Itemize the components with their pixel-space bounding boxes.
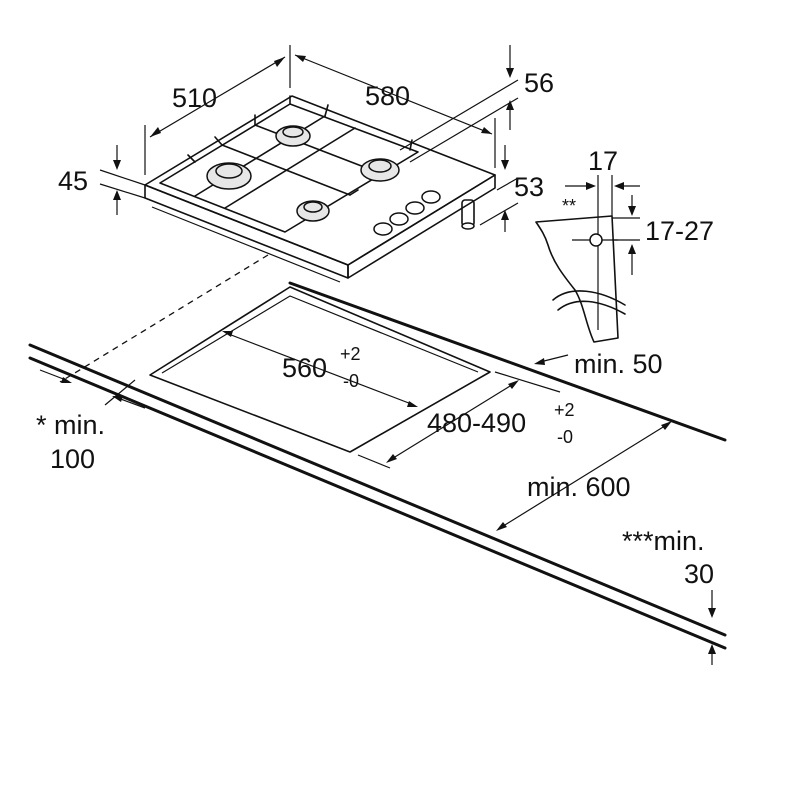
label-min-100-line1: * min.: [36, 410, 105, 440]
label-510: 510: [172, 83, 217, 113]
burner-back-right-cap: [368, 159, 392, 173]
control-knobs: [373, 190, 441, 236]
burners: [206, 125, 400, 222]
hob-plate-top: [144, 95, 496, 266]
label-17-27: 17-27: [645, 216, 714, 246]
label-17: 17: [588, 146, 618, 176]
gas-connector: [461, 199, 475, 230]
label-min-30-line2: 30: [684, 559, 714, 589]
hob-dimensions: [99, 45, 519, 232]
detail-fixing-point: [589, 233, 603, 247]
burner-back-left-cap: [282, 126, 304, 138]
label-560-tol-minus: -0: [343, 371, 359, 391]
knob-1: [373, 222, 393, 236]
hob-underside: [151, 206, 341, 283]
labels: 510 580 56 45 53 17 17-27 ** 560 +2 -0 4…: [36, 68, 714, 589]
hob-right-side: [347, 174, 496, 279]
countertop-front-bottom-edge: [28, 356, 727, 650]
cutout-inner-edge: [161, 295, 479, 374]
label-53: 53: [514, 172, 544, 202]
burner-front-right-cap: [303, 201, 323, 213]
label-480-490: 480-490: [427, 408, 526, 438]
label-double-star: **: [562, 196, 576, 216]
countertop: [28, 254, 727, 650]
wall-dashed-line: [59, 254, 269, 383]
detail-section: [535, 175, 640, 343]
detail-profile: [535, 215, 619, 343]
label-480-tol-plus: +2: [554, 400, 575, 420]
hob: [144, 95, 496, 283]
label-min-30-line1: ***min.: [622, 526, 705, 556]
label-56: 56: [524, 68, 554, 98]
label-min-50: min. 50: [574, 349, 663, 379]
cutout: [149, 286, 491, 453]
burner-front-left-cap: [215, 163, 243, 179]
countertop-front-top-edge: [28, 343, 727, 637]
knob-4: [421, 190, 441, 204]
knob-3: [405, 201, 425, 215]
label-45: 45: [58, 166, 88, 196]
label-560-tol-plus: +2: [340, 344, 361, 364]
countertop-back-edge: [288, 281, 727, 442]
knob-2: [389, 212, 409, 226]
label-480-tol-minus: -0: [557, 427, 573, 447]
countertop-dimensions: [39, 331, 716, 665]
label-min-100-line2: 100: [50, 444, 95, 474]
label-580: 580: [365, 81, 410, 111]
label-min-600: min. 600: [527, 472, 631, 502]
hob-front-side: [144, 184, 349, 279]
label-560: 560: [282, 353, 327, 383]
cutout-outline: [149, 286, 491, 453]
